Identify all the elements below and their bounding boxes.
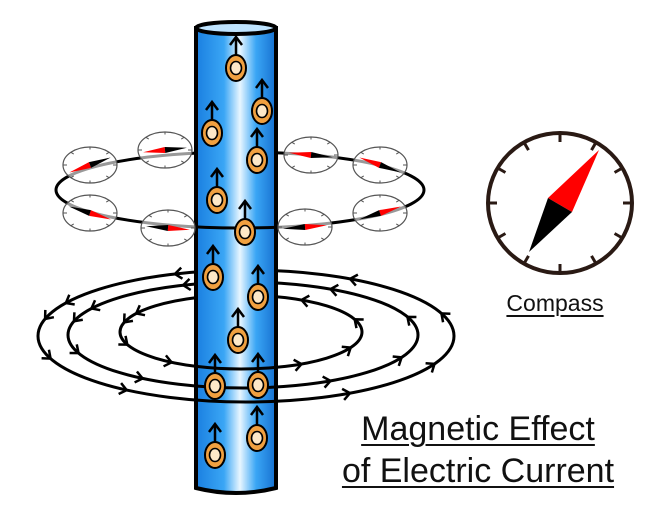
field-direction-arrow-icon [43, 309, 55, 321]
needle-north [379, 206, 402, 216]
needle-north [69, 162, 92, 173]
field-direction-arrow-icon [341, 387, 352, 401]
needle-south [358, 210, 381, 220]
small-compass [352, 194, 408, 232]
field-direction-arrow-icon [89, 299, 101, 312]
small-compass [62, 146, 118, 184]
needle-north [143, 147, 166, 153]
small-compass [140, 209, 196, 247]
needle-north [304, 224, 327, 230]
field-line-front [36, 335, 456, 404]
field-direction-arrow-icon [163, 354, 174, 368]
electron [246, 126, 268, 174]
needle-south [310, 152, 333, 158]
field-direction-arrow-icon [118, 382, 129, 396]
small-compass [283, 136, 339, 174]
small-compass [277, 208, 333, 246]
tick [522, 141, 530, 151]
field-direction-arrow-icon [69, 344, 81, 355]
electron [234, 198, 256, 246]
field-direction-arrow-icon [118, 335, 129, 346]
field-direction-arrow-icon [134, 304, 146, 317]
tick [496, 232, 507, 240]
field-direction-arrow-icon [299, 294, 310, 308]
field-direction-arrow-icon [439, 312, 451, 323]
field-direction-arrow-icon [172, 266, 184, 280]
electron [204, 352, 226, 400]
electron [247, 351, 269, 399]
electron [202, 243, 224, 291]
needle-north [89, 210, 112, 220]
field-line-front [118, 331, 364, 371]
compass-label: Compass [506, 290, 604, 316]
field-direction-arrow-icon [353, 318, 364, 329]
field-direction-arrow-icon [134, 370, 145, 384]
electron [251, 77, 273, 125]
needle-north [548, 150, 599, 212]
needle-north [289, 152, 312, 158]
tick [613, 232, 624, 240]
front-layer [36, 34, 456, 469]
needle-south [68, 206, 91, 216]
title-line-2: of Electric Current [341, 452, 615, 490]
tick [613, 166, 624, 174]
small-compass [352, 146, 408, 184]
electron [206, 166, 228, 214]
field-direction-arrow-icon [41, 349, 53, 360]
needle-south [88, 157, 111, 168]
electron [201, 99, 223, 147]
field-direction-arrow-icon [405, 315, 417, 326]
field-direction-arrow-icon [322, 375, 333, 389]
tick [522, 255, 530, 265]
field-direction-arrow-icon [341, 345, 353, 357]
compass-ticks [488, 133, 632, 273]
small-compass [62, 194, 118, 232]
needle-south [283, 224, 306, 230]
wire [194, 20, 278, 495]
needle-north [359, 157, 382, 168]
field-direction-arrow-icon [425, 361, 437, 373]
electron [227, 306, 249, 354]
needle-south [146, 225, 169, 231]
tick [590, 255, 598, 265]
electron [246, 404, 268, 452]
field-direction-arrow-icon [122, 313, 134, 324]
reference-compass [486, 131, 634, 275]
tick [590, 141, 598, 151]
needle-north [167, 225, 190, 231]
title-line-1: Magnetic Effect [361, 410, 595, 448]
small-compass [137, 131, 193, 169]
wire-top [194, 20, 278, 36]
field-direction-arrow-icon [392, 355, 404, 367]
field-direction-arrow-icon [293, 358, 304, 372]
electron [225, 34, 247, 82]
field-line-front [66, 334, 420, 390]
needle-south [378, 162, 401, 173]
needle-south [529, 198, 572, 252]
field-direction-arrow-icon [181, 277, 192, 292]
electron [247, 263, 269, 311]
tick [496, 166, 507, 174]
electron [204, 421, 226, 469]
field-direction-arrow-icon [348, 273, 359, 287]
field-direction-arrow-icon [328, 283, 339, 297]
field-direction-arrow-icon [64, 294, 75, 306]
needle-south [164, 147, 187, 153]
field-direction-arrow-icon [72, 312, 84, 323]
